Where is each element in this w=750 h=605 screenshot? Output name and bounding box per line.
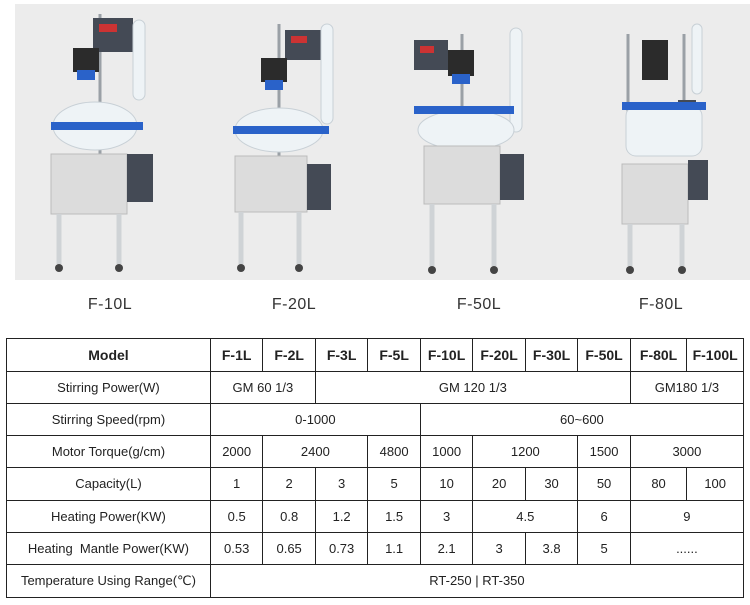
header-row: Model F-1L F-2L F-3L F-5L F-10L F-20L F-… [6, 338, 744, 372]
cell: 0.73 [314, 531, 369, 565]
cell: 0.65 [262, 531, 316, 565]
cell: 2 [262, 467, 316, 501]
cell: 1500 [577, 435, 631, 469]
cell: 4.5 [472, 499, 579, 533]
table-row: Heating Mantle Power(KW) 0.53 0.65 0.73 … [6, 531, 745, 565]
cell: 60~600 [419, 403, 745, 437]
product-label: F-80L [638, 296, 684, 313]
cell: GM 120 1/3 [314, 370, 631, 405]
cell: 0.53 [209, 531, 264, 565]
cell: 30 [524, 467, 579, 501]
product-card-f50l: F-50L [384, 4, 574, 314]
table-row: Stirring Power(W) GM 60 1/3 GM 120 1/3 G… [6, 370, 745, 405]
glass-reactor-photo [384, 4, 574, 280]
cell: 80 [629, 467, 688, 501]
cell: 1 [209, 467, 264, 501]
cell: 100 [686, 467, 744, 501]
glass-reactor-photo [15, 4, 205, 280]
col-header: F-2L [262, 338, 316, 372]
table-row: Motor Torque(g/cm) 2000 2400 4800 1000 1… [6, 435, 745, 469]
cell: 2400 [262, 435, 369, 469]
col-header: F-3L [314, 338, 369, 372]
col-header: F-10L [419, 338, 474, 372]
product-label: F-50L [456, 296, 502, 313]
glass-reactor-photo [199, 4, 389, 280]
cell: 3 [472, 531, 526, 565]
product-gallery: F-10L F-20L [15, 4, 750, 314]
product-card-f80l: F-80L [566, 4, 750, 314]
row-label: Capacity(L) [6, 467, 211, 501]
cell: 50 [577, 467, 631, 501]
row-label: Heating Mantle Power(KW) [6, 531, 211, 565]
cell: 2000 [209, 435, 264, 469]
product-label: F-10L [87, 296, 133, 313]
product-card-f20l: F-20L [199, 4, 389, 314]
cell: 3.8 [524, 531, 579, 565]
cell: 20 [472, 467, 526, 501]
table-row: Capacity(L) 1 2 3 5 10 20 30 50 80 100 [6, 467, 744, 501]
table-row: Stirring Speed(rpm) 0-1000 60~600 [6, 403, 745, 437]
cell: 4800 [367, 435, 421, 469]
cell: 1200 [472, 435, 579, 469]
cell: 6 [577, 499, 631, 533]
cell: 3 [314, 467, 369, 501]
spec-table: Model F-1L F-2L F-3L F-5L F-10L F-20L F-… [6, 338, 745, 599]
cell: 0.8 [262, 499, 316, 533]
cell: 1.1 [367, 531, 421, 565]
col-header: F-50L [577, 338, 631, 372]
cell: 9 [629, 499, 745, 533]
cell: GM180 1/3 [629, 370, 745, 405]
cell: GM 60 1/3 [209, 370, 316, 405]
cell: 1.2 [314, 499, 369, 533]
cell: 0-1000 [209, 403, 421, 437]
model-header: Model [6, 338, 211, 372]
cell: 1.5 [367, 499, 421, 533]
cell: RT-250 | RT-350 [209, 563, 745, 599]
row-label: Stirring Power(W) [6, 370, 211, 405]
cell: 1000 [419, 435, 474, 469]
row-label: Stirring Speed(rpm) [6, 403, 211, 437]
cell: 2.1 [419, 531, 474, 565]
col-header: F-80L [629, 338, 688, 372]
product-card-f10l: F-10L [15, 4, 205, 314]
row-label: Motor Torque(g/cm) [6, 435, 211, 469]
cell: 3000 [629, 435, 745, 469]
col-header: F-1L [209, 338, 264, 372]
cell: 3 [419, 499, 474, 533]
table-row: Heating Power(KW) 0.5 0.8 1.2 1.5 3 4.5 … [6, 499, 745, 533]
col-header: F-100L [686, 338, 744, 372]
row-label: Temperature Using Range(℃) [6, 563, 211, 599]
cell: 10 [419, 467, 474, 501]
row-label: Heating Power(KW) [6, 499, 211, 533]
col-header: F-20L [472, 338, 526, 372]
cell: 5 [577, 531, 631, 565]
col-header: F-30L [524, 338, 579, 372]
cell: 0.5 [209, 499, 264, 533]
glass-reactor-photo [566, 4, 750, 280]
col-header: F-5L [367, 338, 421, 372]
cell: 5 [367, 467, 421, 501]
product-label: F-20L [271, 296, 317, 313]
table-row: Temperature Using Range(℃) RT-250 | RT-3… [6, 563, 745, 599]
cell: ...... [629, 531, 745, 565]
